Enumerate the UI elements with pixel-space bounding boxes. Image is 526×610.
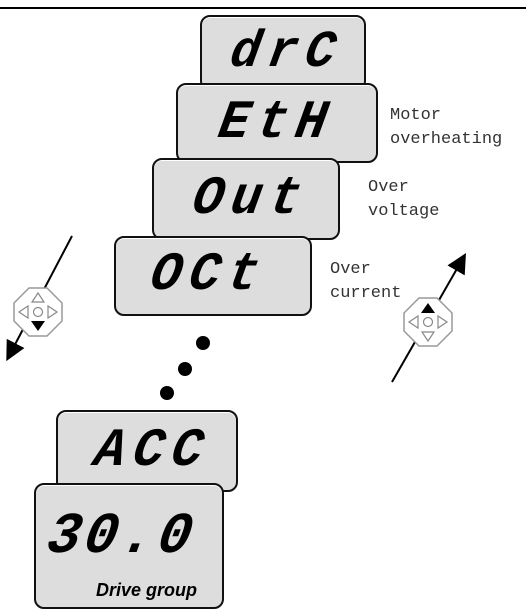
annotation-motor-overheating: Motor overheating (390, 106, 503, 149)
ellipsis-dot-1 (196, 336, 210, 350)
display-value: 30.0 (34, 483, 224, 609)
group-label: Drive group (96, 580, 198, 600)
keypad-down-icon (13, 287, 63, 337)
ellipsis-dot-2 (178, 362, 192, 376)
annotation-over-current: Over current (330, 260, 402, 303)
top-rule (0, 7, 526, 9)
keypad-up-icon (403, 297, 453, 347)
display-oct: OCt (114, 236, 312, 316)
ellipsis-dot-3 (160, 386, 174, 400)
annotation-over-voltage: Over voltage (368, 178, 440, 221)
